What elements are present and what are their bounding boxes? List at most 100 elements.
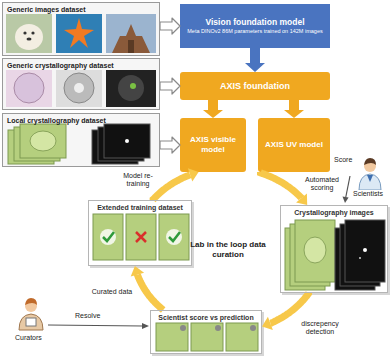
arrow-head <box>131 266 144 277</box>
image-card: Extended training dataset <box>88 200 192 266</box>
block-arrow <box>160 18 180 34</box>
generic-photos <box>23 31 26 34</box>
crystallography-samples <box>6 70 52 107</box>
resolve-arrow <box>48 325 143 326</box>
resolve-arrow <box>48 323 149 329</box>
generic-photos <box>27 37 32 40</box>
scored-images <box>345 220 385 282</box>
model-box: Vision foundation modelMeta DINOv2 86M p… <box>180 4 330 48</box>
generic-photos <box>128 40 134 53</box>
box-grounds <box>2 2 160 56</box>
box-grounds <box>150 310 262 354</box>
image-card: Scientist score vs prediction <box>150 310 262 354</box>
box-title: AXIS visible model <box>183 135 243 155</box>
generic-photos <box>31 31 34 34</box>
arrow-head <box>262 317 273 330</box>
block-arrow <box>160 78 180 94</box>
scored-images <box>285 220 385 290</box>
comparison-tiles <box>156 323 188 351</box>
flow-arrow <box>160 78 180 94</box>
flow-arrow <box>203 100 223 118</box>
loop-arrow <box>261 172 308 205</box>
dataset-box: Generic crystallography dataset <box>2 58 160 110</box>
role-label: Scientists <box>352 190 384 198</box>
curator-icon <box>19 298 43 330</box>
box-grounds <box>280 205 388 293</box>
crystallography-samples <box>106 70 156 107</box>
scored-images <box>359 257 361 259</box>
crystallography-samples <box>74 83 84 93</box>
box-title: Extended training dataset <box>93 203 187 212</box>
box-title: Crystallography images <box>285 208 383 217</box>
generic-photos <box>6 14 156 53</box>
crystallography-samples <box>130 83 136 89</box>
box-subtitle: Meta DINOv2 86M parameters trained on 14… <box>187 28 322 35</box>
generic-photos <box>15 24 43 50</box>
box-grounds <box>180 4 330 48</box>
training-tiles <box>103 232 114 241</box>
loop-title: Lab in the loop data curation <box>188 240 268 260</box>
comparison-tiles <box>180 325 186 331</box>
scientist-icon <box>359 158 381 190</box>
model-box: AXIS foundation <box>180 72 330 100</box>
block-arrow <box>203 100 223 118</box>
box-title: Vision foundation model <box>205 17 304 28</box>
image-card: Crystallography images <box>280 205 388 293</box>
arrow-head <box>296 194 307 205</box>
flow-arrow <box>160 137 180 153</box>
training-tiles <box>126 214 156 260</box>
box-grounds <box>258 118 330 172</box>
generic-photos <box>64 18 94 48</box>
role-label: Curators <box>14 334 43 342</box>
training-tiles <box>166 229 182 245</box>
edge-label: Curated data <box>87 288 137 296</box>
curator-icon <box>19 314 43 330</box>
local-drops <box>8 124 150 164</box>
loop-arc <box>261 172 302 198</box>
dataset-box: Generic images dataset <box>2 2 160 56</box>
box-grounds <box>180 118 246 172</box>
box-grounds <box>88 200 192 266</box>
local-drops <box>30 131 56 151</box>
scientist-icon <box>359 174 381 190</box>
generic-photos <box>6 14 52 53</box>
loop-arrow <box>153 168 199 200</box>
crystallography-samples <box>6 70 156 107</box>
crystallography-samples <box>56 70 102 107</box>
scored-images <box>304 237 326 263</box>
generic-photos <box>56 14 102 53</box>
box-grounds <box>2 113 160 167</box>
note-label: Score <box>333 156 353 164</box>
model-box: AXIS visible model <box>180 118 246 172</box>
resolve-arrow <box>142 323 149 329</box>
score-arrow <box>346 176 350 197</box>
training-tiles <box>100 229 116 245</box>
local-drops <box>20 124 66 158</box>
flow-arrow <box>245 48 265 72</box>
crystallography-samples <box>64 73 94 103</box>
edge-label: Automated scoring <box>303 176 341 192</box>
flow-arrow <box>160 18 180 34</box>
comparison-tiles <box>250 325 256 331</box>
box-grounds <box>2 58 160 110</box>
comparison-tiles <box>191 323 223 351</box>
box-title: AXIS foundation <box>220 81 290 91</box>
training-tiles <box>93 214 123 260</box>
generic-photos <box>112 24 150 53</box>
loop-arc <box>153 175 190 200</box>
crystallography-samples <box>14 73 44 103</box>
training-tiles <box>169 232 180 241</box>
edge-label: discrepency detection <box>297 320 343 336</box>
box-title: Generic crystallography dataset <box>7 61 155 70</box>
curator-icon <box>26 318 36 326</box>
score-arrow <box>343 197 349 204</box>
loop-arc <box>270 293 308 323</box>
dataset-box: Local crystallography dataset <box>2 113 160 167</box>
block-arrow <box>284 100 304 118</box>
box-title: Scientist score vs prediction <box>155 313 257 322</box>
box-grounds <box>180 72 330 100</box>
box-title: Local crystallography dataset <box>7 116 155 125</box>
score-arrow <box>343 176 351 203</box>
